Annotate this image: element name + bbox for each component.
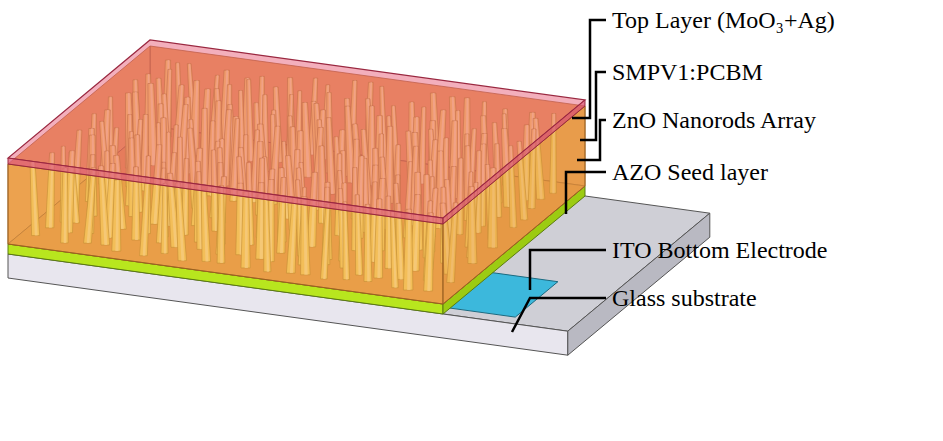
top-layer xyxy=(8,40,585,218)
leader-line xyxy=(580,72,606,140)
device-stack xyxy=(8,40,710,355)
layer-label: Glass substrate xyxy=(612,284,757,312)
layer-label: Top Layer (MoO₃+Ag) xyxy=(612,6,835,34)
leader-line xyxy=(566,172,606,214)
layer-label: ITO Bottom Electrode xyxy=(612,236,828,264)
layer-label: ZnO Nanorods Array xyxy=(612,106,816,134)
layer-label: AZO Seed layer xyxy=(612,158,768,186)
leader-line xyxy=(572,20,606,118)
leader-line xyxy=(512,298,606,332)
top-layer-front xyxy=(8,158,443,224)
leader-line xyxy=(577,120,606,160)
leader-line xyxy=(530,250,606,290)
glass-side xyxy=(568,213,710,355)
layer-label: SMPV1:PCBM xyxy=(612,58,763,86)
leader-lines xyxy=(512,20,606,332)
top-layer-side xyxy=(443,100,585,224)
